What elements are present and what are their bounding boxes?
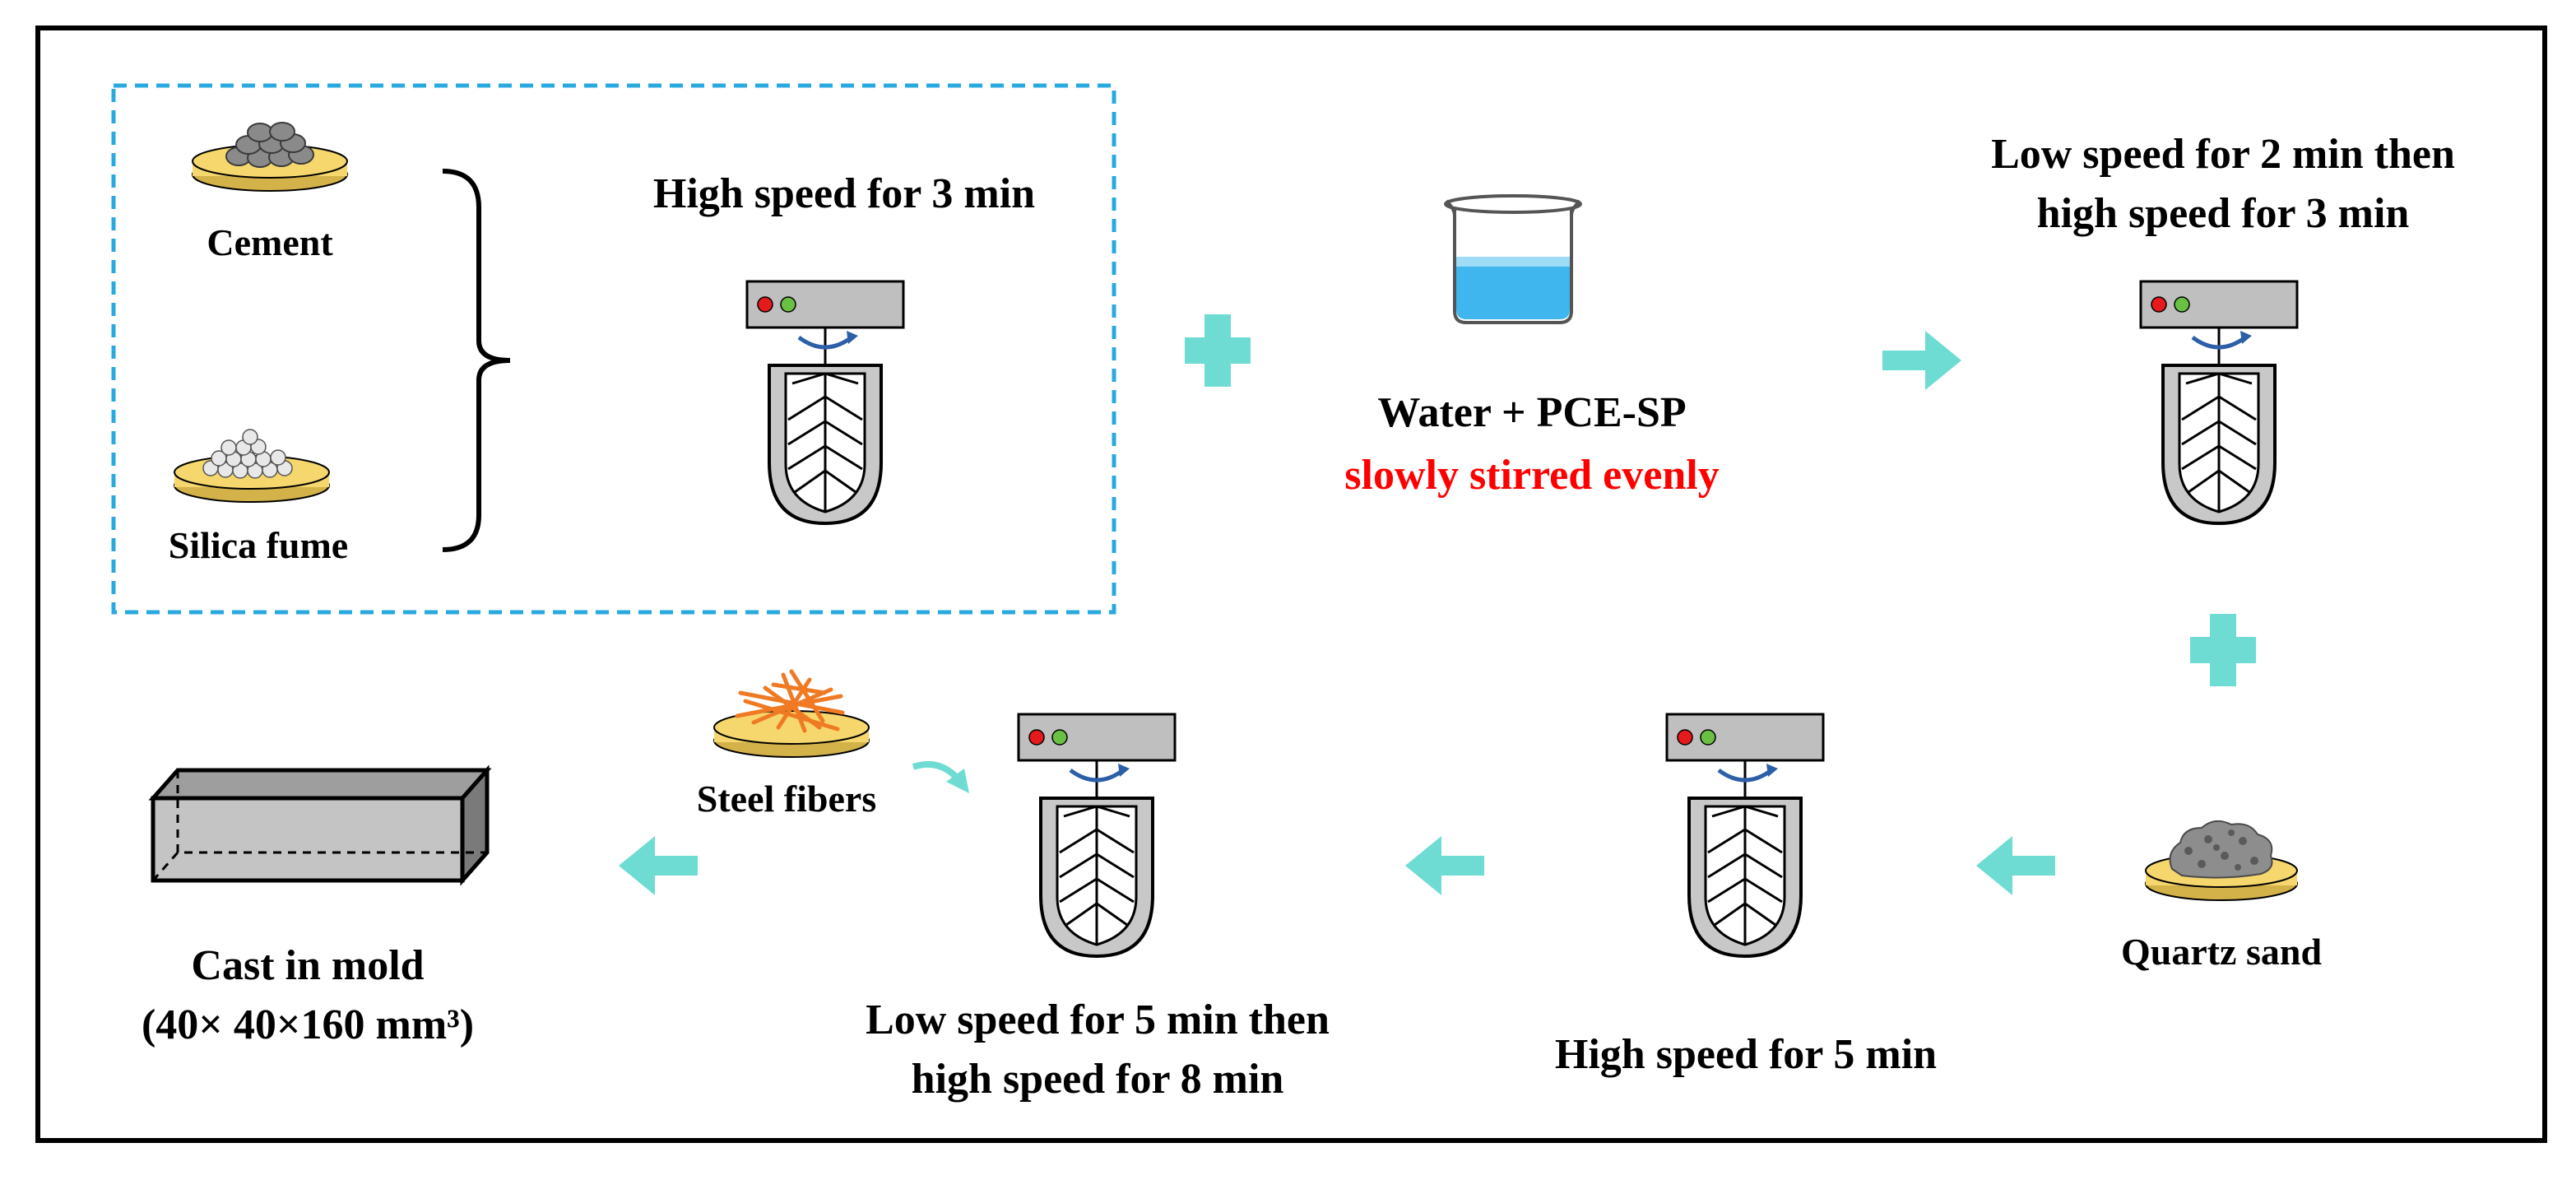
mixer-2-icon: [2141, 281, 2297, 523]
mold-box-icon: [148, 764, 492, 886]
outer-frame: [35, 26, 2547, 1143]
quartz-sand-dish-icon: [2145, 820, 2298, 901]
mixer-1-icon: [747, 281, 903, 523]
plus-icon-2: [2190, 614, 2256, 686]
step1-label: High speed for 3 min: [653, 170, 1035, 217]
cement-label: Cement: [207, 221, 333, 263]
water-label: Water + PCE-SP: [1377, 389, 1686, 436]
silica-fume-dish-icon: [174, 429, 330, 503]
step4-label-line1: Low speed for 5 min then: [866, 996, 1330, 1043]
cement-dish-icon: [192, 122, 348, 192]
step3-label: High speed for 5 min: [1555, 1031, 1937, 1078]
beaker-icon: [1444, 194, 1582, 324]
brace-icon: [442, 169, 511, 552]
arrow-icon-3: [1405, 836, 1484, 895]
steel-fibers-label: Steel fibers: [697, 778, 876, 820]
water-note: slowly stirred evenly: [1344, 452, 1719, 499]
step2-label-line2: high speed for 3 min: [2037, 190, 2410, 237]
mold-size-label: (40× 40×160 mm³): [142, 1001, 474, 1048]
mixer-3-icon: [1667, 714, 1823, 956]
mixer-4-icon: [1019, 714, 1175, 956]
arrow-icon-4: [619, 836, 698, 895]
steel-fibers-dish-icon: [713, 669, 870, 758]
arrow-icon-2: [1976, 836, 2055, 895]
step2-label-line1: Low speed for 2 min then: [1991, 131, 2455, 178]
arrow-icon-1: [1882, 331, 1961, 390]
premix-dashed-box: [111, 83, 1116, 615]
step4-label-line2: high speed for 8 min: [912, 1056, 1284, 1103]
cast-label: Cast in mold: [191, 942, 424, 989]
silica-fume-label: Silica fume: [169, 524, 348, 566]
quartz-sand-label: Quartz sand: [2121, 931, 2323, 973]
curved-arrow-icon: [912, 761, 969, 793]
plus-icon-1: [1185, 314, 1251, 387]
